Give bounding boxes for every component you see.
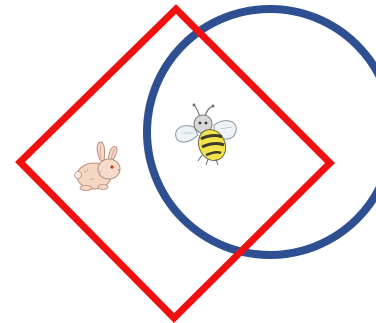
bee-icon bbox=[176, 104, 237, 166]
rabbit-icon bbox=[75, 142, 121, 191]
